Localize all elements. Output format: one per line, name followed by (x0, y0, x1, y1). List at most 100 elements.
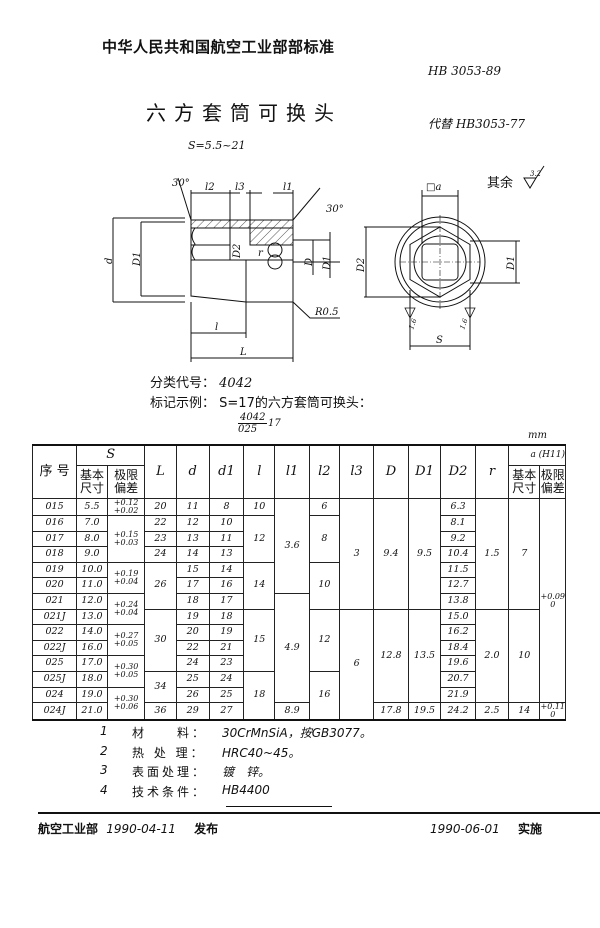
cell-d1: 19 (208, 624, 245, 641)
label-other-surfaces: 其余 (487, 175, 513, 191)
side-view (112, 177, 340, 362)
issuing-organization: 中华人民共和国航空工业部部标准 (102, 38, 335, 56)
cell-d: 26 (175, 686, 210, 704)
cell-d1: 13 (208, 546, 245, 563)
cell-s-deviation: +0.12 +0.02 (106, 498, 146, 516)
cell-s-deviation: +0.15 +0.03 (106, 515, 146, 563)
col-l2: l2 (308, 444, 341, 499)
label-r: r (258, 248, 264, 259)
marking-label: 标记示例： (150, 396, 216, 411)
cell-s-deviation: +0.19 +0.04 (106, 561, 146, 594)
col-d1: d1 (208, 444, 245, 499)
roughness-1-6-left: 1.6 (407, 317, 419, 331)
note-key: 技术条件： (132, 784, 208, 799)
label-S: S (436, 335, 443, 346)
cell-a-deviation: +0.09 0 (539, 497, 566, 704)
cell-D2: 6.3 (440, 498, 476, 516)
cell-no: 016 (31, 515, 78, 532)
cell-s-deviation: +0.24 +0.04 (106, 592, 146, 626)
cell-D2: 15.0 (440, 608, 476, 626)
cell-l3: 6 (339, 608, 375, 721)
cell-D2: 10.4 (440, 546, 476, 563)
col-S: S (76, 444, 146, 466)
cell-l2: 8 (308, 515, 341, 563)
label-l1: l1 (283, 182, 293, 193)
note-value: 镀 锌。 (222, 765, 271, 779)
label-d: d (104, 258, 115, 264)
footer-effective: 1990-06-01 实施 (426, 820, 542, 837)
col-a-basic: 基本 尺寸 (508, 465, 541, 499)
end-view (364, 165, 545, 350)
cell-L: 34 (144, 670, 177, 704)
cell-s-basic: 18.0 (76, 670, 108, 688)
col-D: D (373, 444, 409, 499)
cell-d1: 25 (208, 686, 245, 704)
standard-code: HB 3053-89 (428, 64, 501, 78)
cell-d1: 8 (208, 498, 245, 516)
label-D2-end: D2 (356, 258, 367, 273)
cell-D1: 13.5 (407, 608, 442, 704)
cell-s-basic: 16.0 (76, 639, 108, 657)
cell-s-basic: 19.0 (76, 686, 108, 704)
col-l: l (243, 444, 276, 499)
cell-D2: 21.9 (440, 686, 476, 704)
cell-no: 022 (31, 624, 78, 641)
cell-D: 17.8 (373, 702, 409, 721)
cell-d: 15 (175, 561, 210, 579)
cell-L: 36 (144, 702, 177, 721)
cell-s-basic: 14.0 (76, 624, 108, 641)
cell-s-basic: 7.0 (76, 515, 108, 532)
cell-D2: 13.8 (440, 592, 476, 610)
note-key: 材 料： (132, 726, 208, 740)
note-key: 热 处 理： (132, 745, 206, 760)
label-l3: l3 (235, 182, 245, 193)
technical-drawing: 30° l2 l3 l1 30° d D1 D2 r D D1 R0.5 l L… (104, 165, 545, 362)
document-title: 六方套筒可换头 (146, 101, 342, 125)
cell-L: 26 (144, 561, 177, 610)
cell-L: 23 (144, 530, 177, 548)
cell-s-basic: 12.0 (76, 592, 108, 610)
cell-l2: 10 (308, 561, 341, 610)
size-range: S=5.5~21 (188, 139, 246, 152)
cell-a-basic: 10 (508, 608, 541, 704)
cell-L: 30 (144, 608, 177, 672)
unit-label: mm (528, 430, 547, 441)
cell-d1: 16 (208, 577, 245, 594)
col-D2: D2 (440, 444, 476, 499)
issuer: 航空工业部 (38, 822, 99, 836)
note-value: HRC40~45。 (222, 745, 301, 760)
cell-no: 021 (31, 592, 78, 610)
dimension-table: 序 号 S L d d1 l l1 l2 l3 D D1 D2 r a (H11… (31, 444, 566, 722)
cell-D2: 11.5 (440, 561, 476, 579)
note-number: 4 (100, 782, 108, 797)
cell-s-basic: 8.0 (76, 530, 108, 548)
label-D1-end: D1 (506, 256, 517, 271)
note-key: 表面处理： (132, 765, 208, 779)
cell-d1: 27 (208, 702, 245, 721)
cell-s-basic: 13.0 (76, 608, 108, 626)
cell-l2: 16 (308, 670, 341, 721)
label-l2: l2 (205, 182, 215, 193)
cell-s-basic: 17.0 (76, 655, 108, 672)
cell-s-basic: 11.0 (76, 577, 108, 594)
cell-d: 19 (175, 608, 210, 626)
note-number: 1 (100, 724, 108, 738)
cell-D2: 9.2 (440, 530, 476, 548)
cell-no: 025 (31, 655, 78, 672)
cell-d: 20 (175, 624, 210, 641)
cell-l: 10 (243, 498, 276, 516)
cell-no: 024J (31, 702, 78, 721)
cell-no: 021J (31, 608, 78, 626)
cell-s-deviation: +0.30 +0.06 (106, 686, 146, 721)
col-r: r (474, 444, 510, 499)
marking-suffix: 17 (268, 418, 281, 429)
marking-denominator: 025 (238, 424, 258, 435)
cell-d1: 24 (208, 670, 245, 688)
cell-d: 29 (175, 702, 210, 721)
